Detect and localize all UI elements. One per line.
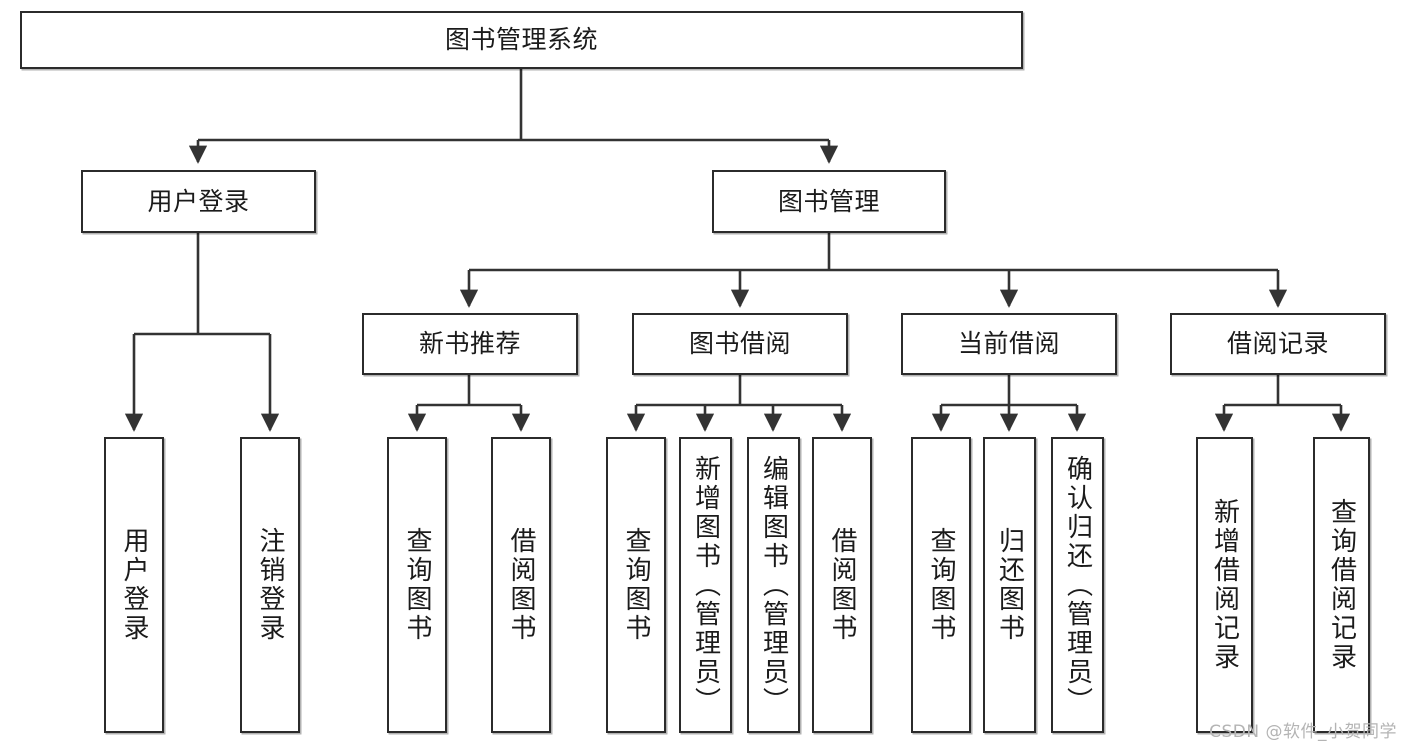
- node-current-borrow[interactable]: 当前借阅: [901, 313, 1117, 375]
- node-label: 查询借阅记录: [1326, 498, 1357, 672]
- node-label: 新增图书（管理员）: [690, 454, 721, 716]
- node-label: 用户登录: [119, 527, 149, 643]
- leaf-borrow-record-query-record[interactable]: 查询借阅记录: [1313, 437, 1370, 733]
- node-root-book-management-system[interactable]: 图书管理系统: [20, 11, 1023, 69]
- node-label: 图书管理系统: [444, 25, 598, 55]
- node-new-book-recommend[interactable]: 新书推荐: [362, 313, 578, 375]
- leaf-borrow-record-add-record[interactable]: 新增借阅记录: [1196, 437, 1253, 733]
- node-label: 用户登录: [147, 186, 250, 216]
- leaf-book-borrow-query-book[interactable]: 查询图书: [606, 437, 666, 733]
- node-label: 查询图书: [926, 527, 956, 643]
- node-label: 归还图书: [994, 527, 1025, 643]
- leaf-user-login-login[interactable]: 用户登录: [104, 437, 164, 733]
- leaf-current-borrow-confirm-return-admin[interactable]: 确认归还（管理员）: [1051, 437, 1104, 733]
- node-label: 图书借阅: [688, 329, 791, 359]
- node-user-login[interactable]: 用户登录: [81, 170, 316, 233]
- leaf-current-borrow-query-book[interactable]: 查询图书: [911, 437, 971, 733]
- node-label: 借阅记录: [1226, 329, 1329, 359]
- node-label: 当前借阅: [957, 329, 1060, 359]
- leaf-new-book-borrow-book[interactable]: 借阅图书: [491, 437, 551, 733]
- node-label: 新书推荐: [418, 329, 521, 359]
- node-label: 编辑图书（管理员）: [758, 454, 789, 716]
- leaf-book-borrow-edit-book-admin[interactable]: 编辑图书（管理员）: [747, 437, 800, 733]
- node-label: 新增借阅记录: [1209, 498, 1240, 672]
- node-label: 查询图书: [621, 527, 651, 643]
- node-label: 确认归还（管理员）: [1062, 454, 1093, 716]
- leaf-user-login-logout[interactable]: 注销登录: [240, 437, 300, 733]
- node-label: 借阅图书: [827, 527, 857, 643]
- leaf-current-borrow-return-book[interactable]: 归还图书: [983, 437, 1036, 733]
- csdn-watermark: CSDN @软件_小贺同学: [1209, 722, 1397, 742]
- leaf-book-borrow-borrow-book[interactable]: 借阅图书: [812, 437, 872, 733]
- node-borrow-record[interactable]: 借阅记录: [1170, 313, 1386, 375]
- node-book-management[interactable]: 图书管理: [712, 170, 946, 233]
- leaf-book-borrow-add-book-admin[interactable]: 新增图书（管理员）: [679, 437, 732, 733]
- node-label: 查询图书: [402, 527, 432, 643]
- node-label: 注销登录: [255, 527, 285, 643]
- leaf-new-book-query-book[interactable]: 查询图书: [387, 437, 447, 733]
- node-label: 借阅图书: [506, 527, 536, 643]
- node-book-borrow[interactable]: 图书借阅: [632, 313, 848, 375]
- node-label: 图书管理: [777, 186, 880, 216]
